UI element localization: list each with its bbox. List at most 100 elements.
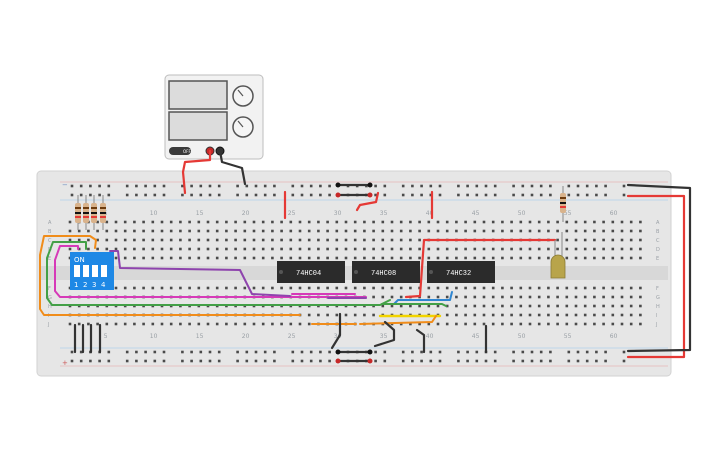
breadboard-hole xyxy=(261,247,265,251)
breadboard-hole xyxy=(179,256,182,260)
breadboard-hole xyxy=(298,256,302,260)
breadboard-hole xyxy=(473,313,477,317)
power-button[interactable] xyxy=(169,147,191,155)
led[interactable] xyxy=(550,232,566,279)
breadboard-hole xyxy=(611,247,615,251)
breadboard-hole xyxy=(245,184,249,188)
breadboard-hole xyxy=(457,193,460,197)
power-button-label: OFF xyxy=(183,149,191,154)
breadboard-hole xyxy=(319,193,322,197)
breadboard-hole xyxy=(521,359,525,363)
breadboard-hole xyxy=(383,350,387,354)
breadboard-hole xyxy=(390,229,394,233)
breadboard-hole xyxy=(190,193,193,197)
breadboard-hole xyxy=(307,229,311,233)
dip-toggle-1[interactable] xyxy=(74,265,80,277)
breadboard-hole xyxy=(225,238,228,242)
breadboard-hole xyxy=(133,229,136,233)
breadboard-hole xyxy=(307,220,311,224)
breadboard-hole xyxy=(482,220,486,224)
breadboard-hole xyxy=(519,286,523,290)
breadboard-hole xyxy=(291,359,295,363)
breadboard-hole xyxy=(123,238,127,242)
breadboard-hole xyxy=(510,256,513,260)
breadboard-hole xyxy=(236,193,239,197)
breadboard-hole xyxy=(87,229,90,233)
breadboard-hole xyxy=(107,184,111,188)
breadboard-hole xyxy=(455,220,458,224)
breadboard-hole xyxy=(547,295,550,299)
column-number: 35 xyxy=(380,333,388,340)
dip-switch[interactable]: ON 1 2 3 4 xyxy=(70,252,114,290)
breadboard-hole xyxy=(583,295,587,299)
breadboard-hole xyxy=(215,247,219,251)
breadboard-hole xyxy=(153,184,157,188)
dip-toggle-2[interactable] xyxy=(83,265,89,277)
breadboard-hole xyxy=(604,359,607,363)
breadboard-hole xyxy=(436,256,440,260)
breadboard-hole xyxy=(491,295,495,299)
breadboard-hole xyxy=(206,229,210,233)
breadboard-hole xyxy=(309,350,313,354)
breadboard-hole xyxy=(123,322,127,326)
breadboard-hole xyxy=(639,247,642,251)
breadboard-hole xyxy=(215,220,219,224)
breadboard-hole xyxy=(261,286,265,290)
breadboard-hole xyxy=(363,220,366,224)
breadboard-hole xyxy=(70,193,74,197)
breadboard-hole xyxy=(243,286,247,290)
breadboard-hole xyxy=(530,350,534,354)
power-supply[interactable]: OFF xyxy=(164,74,264,160)
breadboard-hole xyxy=(162,193,166,197)
breadboard-hole xyxy=(611,229,615,233)
column-number: 50 xyxy=(518,333,526,340)
resistor xyxy=(75,195,81,230)
column-number: 25 xyxy=(288,210,296,217)
breadboard-hole xyxy=(622,350,626,354)
breadboard-hole xyxy=(491,229,495,233)
resistor-led[interactable] xyxy=(560,186,566,222)
chip-74hc08[interactable]: 74HC08 xyxy=(352,261,420,283)
dip-number-4: 4 xyxy=(101,281,106,289)
chip-74hc04[interactable]: 74HC04 xyxy=(277,261,345,283)
breadboard-hole xyxy=(510,220,513,224)
breadboard-hole xyxy=(114,286,118,290)
breadboard-hole xyxy=(179,220,182,224)
breadboard-hole xyxy=(142,286,145,290)
breadboard-hole xyxy=(493,184,497,188)
breadboard-hole xyxy=(142,322,145,326)
breadboard-hole xyxy=(457,184,460,188)
breadboard-hole xyxy=(252,256,256,260)
breadboard-hole xyxy=(539,350,543,354)
breadboard-hole xyxy=(491,247,495,251)
breadboard-hole xyxy=(565,322,569,326)
breadboard-hole xyxy=(445,229,449,233)
breadboard-hole xyxy=(197,256,201,260)
breadboard-hole xyxy=(399,256,403,260)
chip-74hc32[interactable]: 74HC32 xyxy=(427,261,495,283)
breadboard-hole xyxy=(420,359,423,363)
row-letter: I xyxy=(656,313,657,319)
row-letter: H xyxy=(656,304,660,310)
breadboard-hole xyxy=(326,286,329,290)
breadboard-hole xyxy=(243,220,247,224)
breadboard-hole xyxy=(629,295,633,299)
breadboard-hole xyxy=(528,229,532,233)
breadboard-hole xyxy=(381,220,385,224)
breadboard-hole xyxy=(411,350,414,354)
rail-bridge-bottom xyxy=(336,350,372,363)
breadboard-hole xyxy=(217,184,221,188)
dip-toggle-3[interactable] xyxy=(92,265,98,277)
breadboard-hole xyxy=(199,193,203,197)
resistor-array[interactable] xyxy=(75,195,106,230)
breadboard-hole xyxy=(390,286,394,290)
dip-toggle-4[interactable] xyxy=(101,265,107,277)
breadboard-hole xyxy=(326,313,329,317)
breadboard-hole xyxy=(602,220,605,224)
purple-wire xyxy=(109,250,291,297)
breadboard-hole xyxy=(530,193,534,197)
breadboard-hole xyxy=(556,229,559,233)
breadboard-hole xyxy=(105,238,109,242)
breadboard-hole xyxy=(639,229,642,233)
